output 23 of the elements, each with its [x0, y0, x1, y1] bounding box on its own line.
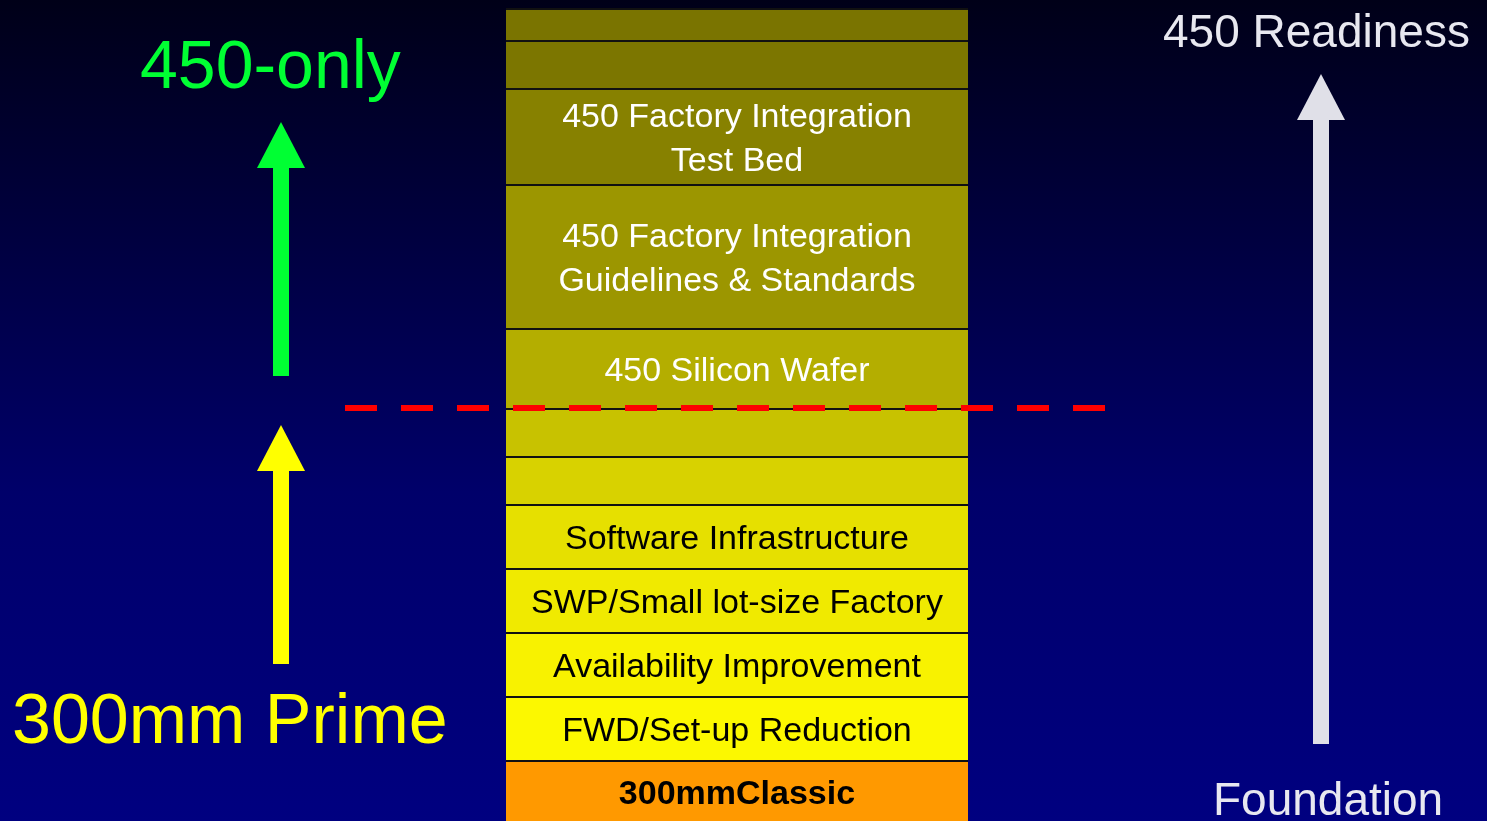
stack-layer	[506, 328, 968, 408]
layer-label: 300mmClassic	[618, 771, 856, 813]
stack-layer	[506, 8, 968, 40]
axis-label: 450 Readiness	[1163, 8, 1470, 54]
stack-layer	[506, 88, 968, 184]
stack-layer	[506, 504, 968, 568]
stack-layer	[506, 184, 968, 328]
layer-label: FWD/Set-up Reduction	[562, 709, 912, 750]
axis-label: Foundation	[1213, 776, 1444, 821]
stack-layer	[506, 408, 968, 456]
layer-label: 450 Factory Integration Test Bed	[561, 95, 913, 180]
stack-layer	[506, 568, 968, 632]
layer-label: SWP/Small lot-size Factory	[531, 581, 943, 622]
stack-layer	[506, 760, 968, 821]
layer-label: Availability Improvement	[553, 645, 921, 686]
stack-layer	[506, 632, 968, 696]
stack-layer	[506, 696, 968, 760]
layer-label: 450 Silicon Wafer	[604, 349, 870, 390]
axis-label: 300mm Prime	[12, 684, 448, 754]
stack-layer	[506, 456, 968, 504]
layer-label: 450 Factory Integration Guidelines & Standards	[557, 215, 917, 300]
layer-label: Software Infrastructure	[565, 517, 909, 558]
stack-layer	[506, 40, 968, 88]
